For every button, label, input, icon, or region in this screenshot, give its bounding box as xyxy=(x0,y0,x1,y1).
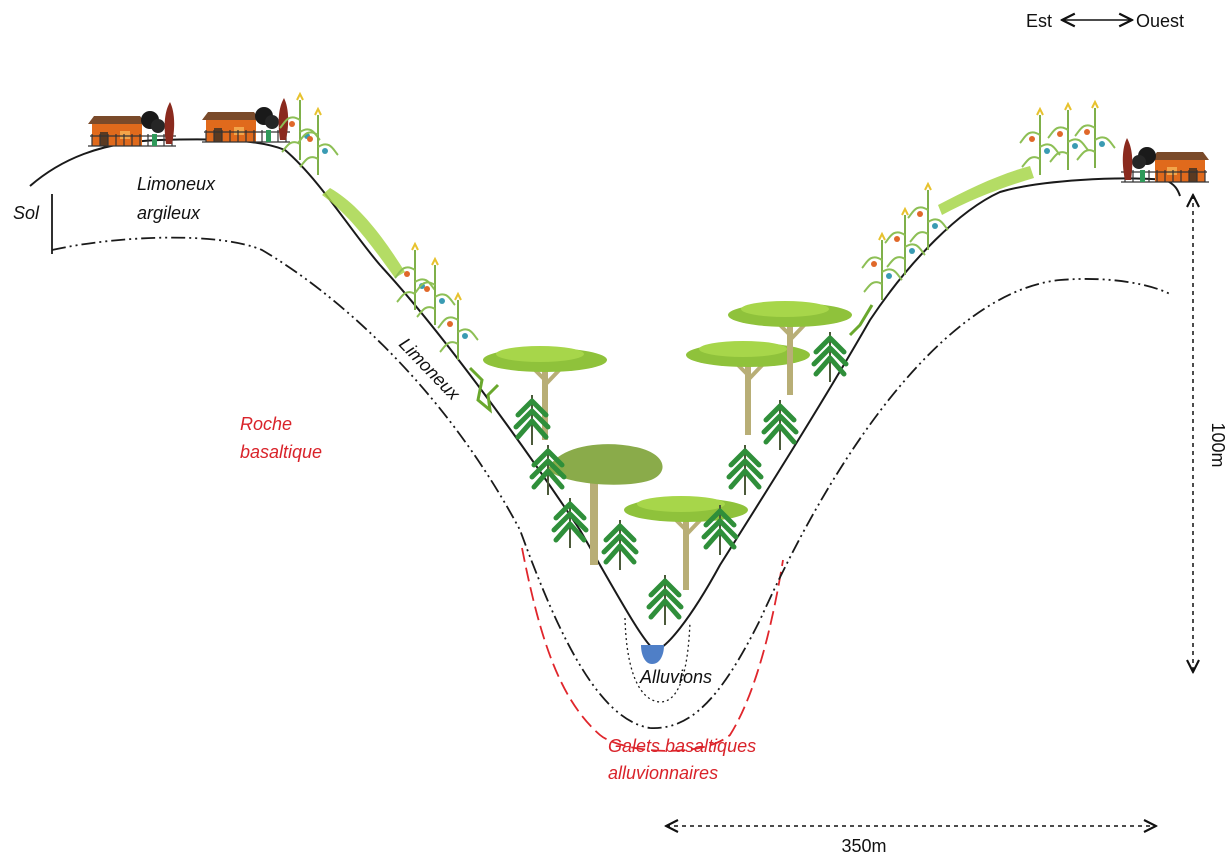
fern-tree-2 xyxy=(532,445,564,495)
grass-patch-left xyxy=(322,188,405,278)
crop-right-4 xyxy=(1019,108,1061,176)
roche-label-line2: basaltique xyxy=(240,442,322,462)
terrain-surface-line xyxy=(29,138,1181,652)
horizontal-scale: 350m xyxy=(666,826,1156,856)
fern-tree-8 xyxy=(764,400,796,450)
orientation-indicator: Est Ouest xyxy=(1026,11,1184,31)
alluvions-label: Alluvions xyxy=(639,667,712,687)
crop-right-5 xyxy=(1047,103,1089,171)
fern-tree-5 xyxy=(649,575,681,625)
crop-right-6 xyxy=(1074,101,1116,169)
alluvium-outline xyxy=(624,617,691,703)
broad-tree xyxy=(548,444,663,565)
fern-tree-4 xyxy=(604,520,636,570)
galets-outline xyxy=(521,547,784,752)
galets-label-line2: alluvionnaires xyxy=(608,763,718,783)
galets-label-line1: Galets basaltiques xyxy=(608,736,756,756)
crop-right-3 xyxy=(907,183,949,251)
limoneux-argileux-label-line2: argileux xyxy=(137,203,201,223)
house-left-2 xyxy=(201,97,291,143)
roche-label-line1: Roche xyxy=(240,414,292,434)
house-right xyxy=(1120,137,1210,183)
fern-tree-9 xyxy=(814,332,846,382)
orientation-west-label: Ouest xyxy=(1136,11,1184,31)
crop-left-4 xyxy=(414,258,456,326)
fern-tree-7 xyxy=(729,445,761,495)
vertical-scale: 100m xyxy=(1193,195,1228,672)
crop-left-5 xyxy=(437,293,479,361)
crop-right-1 xyxy=(861,233,903,301)
grass-tuft-left xyxy=(468,366,500,414)
horizontal-scale-label: 350m xyxy=(841,836,886,856)
crop-left-2 xyxy=(297,108,339,176)
vertical-scale-label: 100m xyxy=(1208,422,1228,467)
crop-left-3 xyxy=(394,243,436,311)
fern-tree-3 xyxy=(554,498,586,548)
grass-patch-right xyxy=(938,166,1034,215)
crop-right-2 xyxy=(884,208,926,276)
orientation-east-label: Est xyxy=(1026,11,1052,31)
limoneux-argileux-label-line1: Limoneux xyxy=(137,174,216,194)
sol-label: Sol xyxy=(13,203,40,223)
grass-tuft-right xyxy=(848,304,874,337)
rock-boundary-line xyxy=(51,236,1171,729)
river-water xyxy=(641,645,664,664)
